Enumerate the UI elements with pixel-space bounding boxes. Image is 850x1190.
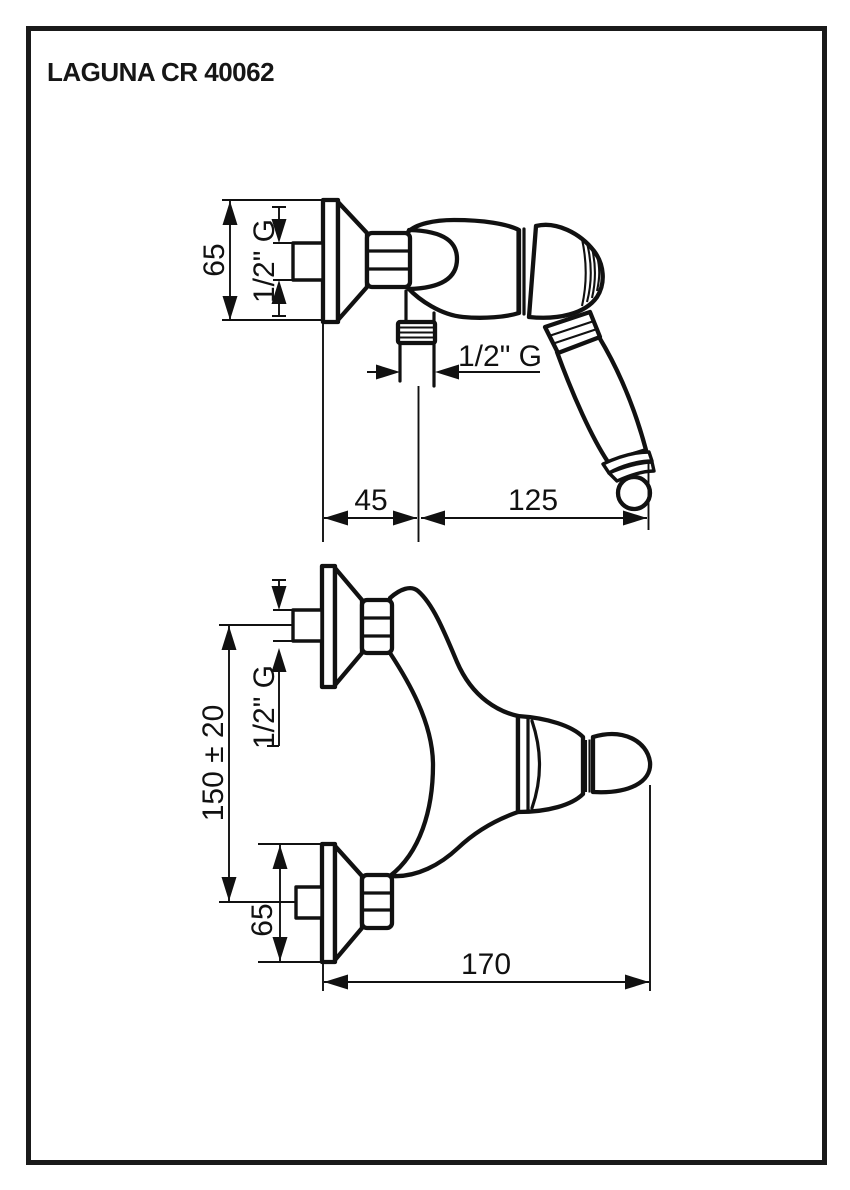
thread-lines bbox=[400, 326, 433, 339]
arrowhead bbox=[222, 296, 238, 320]
front-view: 1/2" G 150 ± 20 65 170 bbox=[197, 563, 653, 991]
inlet-pipe-stub bbox=[294, 885, 324, 920]
hex-nut bbox=[359, 872, 395, 931]
arrowhead bbox=[376, 364, 400, 380]
hex-nut bbox=[359, 597, 395, 656]
arrowhead bbox=[272, 937, 288, 961]
side-view-dimensions: 65 1/2" G 1/2" G 45 125 bbox=[198, 199, 650, 542]
inlet-pipe-stub bbox=[291, 241, 325, 282]
arrowhead bbox=[324, 974, 348, 990]
arrowhead bbox=[625, 974, 649, 990]
extension-lines-width bbox=[322, 785, 651, 991]
arrowhead bbox=[393, 510, 417, 526]
hex-nut bbox=[364, 230, 413, 290]
lever-grip bbox=[554, 334, 649, 465]
arrowhead bbox=[421, 510, 445, 526]
pipe-edge-extensions bbox=[273, 608, 293, 643]
rosette-cone bbox=[335, 199, 370, 323]
hex-nut-facets bbox=[366, 249, 411, 271]
arrowhead bbox=[324, 510, 348, 526]
cap-shading-hatch bbox=[580, 238, 601, 307]
arrowhead bbox=[271, 586, 287, 610]
handle-hub-cup bbox=[515, 713, 586, 815]
front-view-dimensions: 1/2" G 150 ± 20 65 170 bbox=[197, 579, 651, 991]
sheet-border bbox=[26, 26, 827, 1165]
outlet-pipe-edges bbox=[398, 341, 436, 388]
inlet-pipe-stub bbox=[291, 608, 324, 643]
arrowhead bbox=[435, 364, 459, 380]
collar-ridges bbox=[548, 320, 598, 345]
extension-lines-rosette bbox=[222, 199, 323, 321]
pipe-edge-extensions bbox=[273, 241, 293, 282]
dim-label-rosette-diameter: 65 bbox=[198, 243, 231, 276]
lever-ball-tip bbox=[615, 474, 653, 512]
dim-label-inlet-centers: 150 ± 20 bbox=[197, 705, 230, 822]
arrowhead bbox=[272, 845, 288, 869]
dim-label-overall-width: 170 bbox=[461, 948, 511, 981]
lever-knob-end bbox=[590, 731, 653, 795]
dim-label-outlet-thread: 1/2" G bbox=[458, 340, 542, 373]
arrowhead bbox=[221, 626, 237, 650]
dim-label-inlet-thread: 1/2" G bbox=[248, 665, 281, 749]
dim-label-rosette-diameter: 65 bbox=[246, 903, 279, 936]
hex-nut-facets bbox=[361, 616, 393, 638]
body-endcap-line bbox=[406, 227, 460, 292]
hub-inner-arc bbox=[530, 719, 542, 810]
extension-lines-centers bbox=[219, 624, 297, 903]
dia-annotation-stems bbox=[267, 579, 286, 747]
arrowhead bbox=[222, 201, 238, 225]
rosette-cone bbox=[332, 565, 365, 688]
dim-label-outlet-to-handle: 125 bbox=[508, 484, 558, 517]
side-view: 65 1/2" G 1/2" G 45 125 bbox=[198, 197, 656, 542]
arrowhead bbox=[221, 877, 237, 901]
wall-rosette-plate bbox=[320, 197, 341, 325]
mixer-body bbox=[387, 586, 521, 879]
dim-label-inlet-thread: 1/2" G bbox=[248, 219, 281, 303]
arrowhead bbox=[623, 510, 647, 526]
product-title: LAGUNA CR 40062 bbox=[47, 57, 274, 87]
rosette-cone bbox=[332, 843, 365, 963]
dia-annotation-stems bbox=[272, 206, 286, 317]
hex-nut-facets bbox=[361, 891, 393, 912]
mixer-body bbox=[405, 217, 522, 320]
dim-label-wall-to-outlet: 45 bbox=[354, 484, 387, 517]
extension-lines-rosette bbox=[258, 843, 322, 963]
